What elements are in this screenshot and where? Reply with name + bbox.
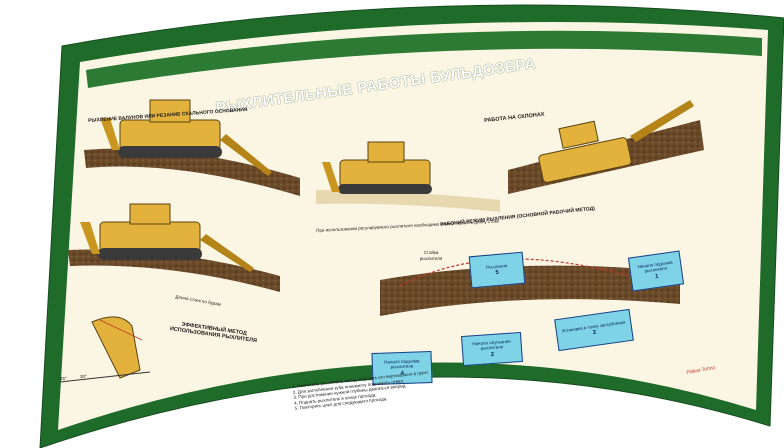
ground-strip-2 [68, 249, 280, 292]
step-number: 3 [592, 329, 597, 337]
step-text: Начало подъема рыхлителя [384, 358, 420, 370]
step-text: Начало опускания рыхлителя [472, 338, 511, 352]
step-box-1: Начало подъема рыхлителя 1 [627, 250, 685, 292]
step-number: 2 [490, 351, 495, 358]
step-number: 5 [495, 269, 500, 277]
angle-45-label: 45° [60, 376, 67, 381]
bulldozer-2 [80, 203, 254, 272]
ripping-soil [380, 265, 680, 316]
angle-30-label: 30° [80, 374, 87, 379]
ground-strip-3 [316, 190, 500, 212]
step-text: Рыхление [485, 262, 508, 270]
ripper-shank-diagram [59, 316, 151, 383]
title-banner [86, 30, 762, 88]
bulldozer-3 [322, 141, 432, 194]
step-number: 1 [654, 273, 659, 280]
bulldozer-1 [100, 99, 272, 176]
bulldozer-4 [538, 100, 694, 183]
step-box-5: Рыхление 5 [468, 251, 526, 289]
shank-label: Стойка рыхлителя [419, 250, 443, 261]
ground-strip-1 [84, 148, 300, 196]
